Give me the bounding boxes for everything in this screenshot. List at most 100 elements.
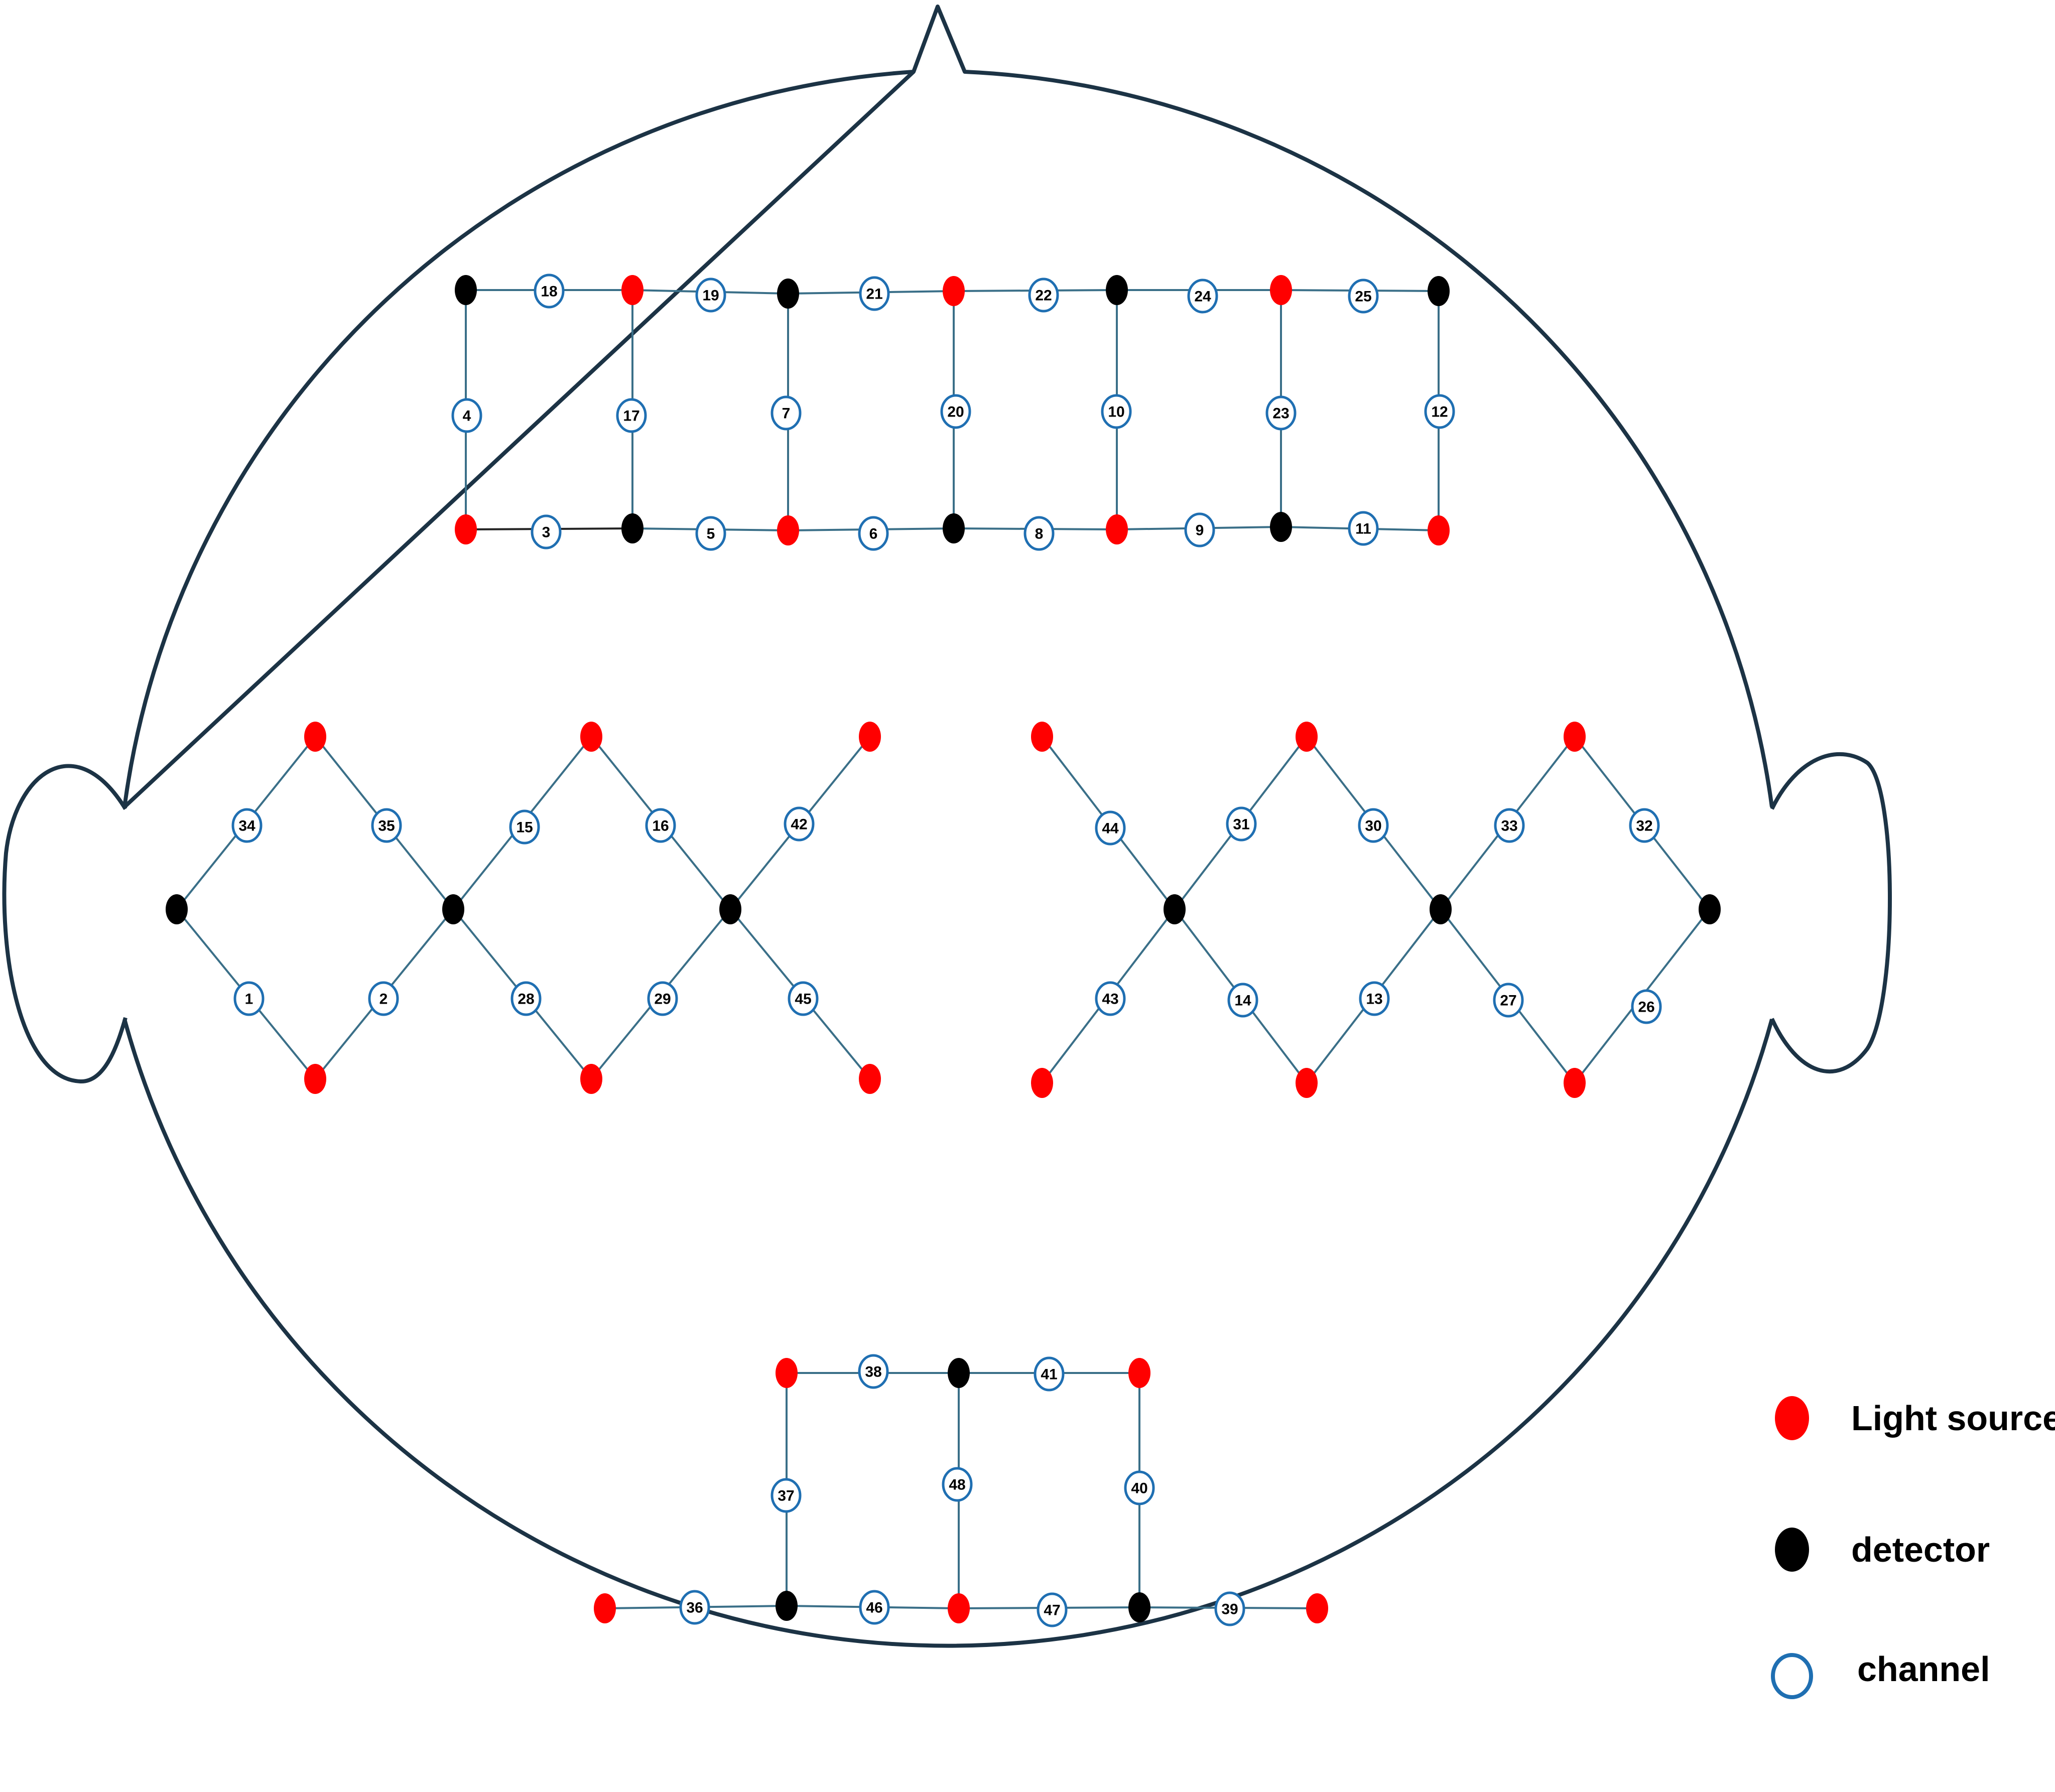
- channel-43: 43: [1095, 981, 1126, 1016]
- channel-label: 24: [1194, 289, 1211, 305]
- light-source-S23: [594, 1593, 616, 1623]
- channel-24: 24: [1187, 279, 1218, 314]
- channel-18: 18: [534, 273, 565, 309]
- channel-ring: [1631, 989, 1662, 1024]
- channel-ring: [1214, 1591, 1245, 1626]
- left-ear: [2, 764, 127, 1084]
- channel-8: 8: [1023, 516, 1055, 551]
- channel-label: 41: [1041, 1366, 1057, 1383]
- head-outline: [2, 5, 1892, 1648]
- channel-ring: [647, 981, 678, 1016]
- channel-ring: [1101, 394, 1132, 429]
- light-source-S14: [1031, 722, 1053, 752]
- channel-ring: [1424, 394, 1455, 429]
- light-source-S17: [1031, 1068, 1053, 1098]
- detector-D10: [719, 894, 741, 924]
- channel-links: [176, 289, 1711, 1609]
- channel-ring: [1184, 512, 1215, 547]
- channel-ring: [1095, 810, 1126, 846]
- channel-label: 38: [865, 1364, 881, 1381]
- detector-D3: [1106, 275, 1128, 305]
- channel-25: 25: [1348, 279, 1379, 314]
- channel-label: 16: [652, 818, 669, 835]
- channel-20: 20: [940, 394, 971, 429]
- channel-label: 6: [869, 526, 878, 542]
- channel-label: 48: [949, 1477, 965, 1493]
- light-source-S1: [621, 275, 644, 305]
- channel-ring: [942, 1467, 973, 1502]
- channel-23: 23: [1265, 395, 1297, 431]
- channel-37: 37: [770, 1478, 802, 1513]
- channel-label: 26: [1638, 999, 1654, 1016]
- light-source-S2: [943, 276, 965, 306]
- detector-D11: [1164, 894, 1186, 924]
- light-source-S10: [859, 722, 881, 752]
- channel-ring: [859, 1590, 890, 1625]
- channel-ring: [1493, 983, 1524, 1018]
- channel-45: 45: [788, 981, 819, 1016]
- channel-label: 27: [1500, 993, 1516, 1009]
- head-circle-with-nose: [122, 5, 1774, 1648]
- channel-6: 6: [858, 516, 889, 551]
- channel-label: 37: [778, 1488, 794, 1504]
- channel-ring: [645, 808, 676, 843]
- channel-28: 28: [510, 981, 542, 1016]
- channel-label: 3: [542, 524, 551, 541]
- channel-label: 17: [623, 408, 639, 425]
- light-source-S6: [1106, 514, 1128, 544]
- channel-14: 14: [1227, 983, 1258, 1018]
- channel-ring: [1037, 1592, 1068, 1627]
- channel-ring: [451, 398, 482, 433]
- channel-label: 29: [654, 991, 671, 1008]
- channel-16: 16: [645, 808, 676, 843]
- detector-D12: [1430, 894, 1452, 924]
- channel-ring: [368, 981, 399, 1016]
- channel-2: 2: [368, 981, 399, 1016]
- channel-34: 34: [231, 808, 263, 843]
- channel-47: 47: [1037, 1592, 1068, 1627]
- channel-ring: [770, 1478, 802, 1513]
- channel-42: 42: [784, 806, 815, 842]
- channel-15: 15: [509, 809, 540, 845]
- light-source-S8: [304, 722, 326, 752]
- channel-label: 30: [1365, 818, 1381, 835]
- light-source-S9: [580, 722, 602, 752]
- channel-label: 33: [1501, 818, 1517, 835]
- channel-label: 39: [1221, 1601, 1238, 1618]
- detector-D4: [1428, 276, 1450, 306]
- channel-19: 19: [695, 278, 726, 313]
- detector-D1: [455, 275, 477, 305]
- detector-D8: [166, 894, 188, 924]
- light-source-S24: [1306, 1593, 1328, 1623]
- channel-label: 28: [518, 991, 534, 1008]
- channel-label: 47: [1044, 1602, 1060, 1619]
- channel-label: 31: [1233, 816, 1249, 833]
- channel-ring: [1629, 808, 1660, 843]
- light-source-S22: [948, 1593, 970, 1623]
- channel-label: 42: [791, 816, 807, 833]
- channel-label: 10: [1108, 404, 1124, 421]
- channel-label: 5: [707, 526, 715, 542]
- channel-label: 22: [1035, 288, 1052, 304]
- light-source-S16: [1564, 722, 1586, 752]
- channel-ring: [1348, 511, 1379, 546]
- channel-ring: [616, 398, 647, 433]
- detector-D16: [1128, 1592, 1150, 1622]
- channel-39: 39: [1214, 1591, 1245, 1626]
- channel-5: 5: [695, 516, 726, 551]
- channel-label: 45: [795, 991, 811, 1008]
- channel-46: 46: [859, 1590, 890, 1625]
- detector-D15: [776, 1591, 798, 1621]
- channel-ring: [233, 981, 265, 1016]
- channel-36: 36: [679, 1590, 710, 1625]
- channel-ring: [1023, 516, 1055, 551]
- channel-32: 32: [1629, 808, 1660, 843]
- channel-ring: [1095, 981, 1126, 1016]
- detector-D14: [948, 1358, 970, 1388]
- detector-D13: [1699, 894, 1721, 924]
- channel-label: 32: [1636, 818, 1652, 835]
- channel-31: 31: [1226, 806, 1257, 842]
- channel-label: 34: [238, 818, 255, 835]
- channel-ring: [770, 395, 802, 431]
